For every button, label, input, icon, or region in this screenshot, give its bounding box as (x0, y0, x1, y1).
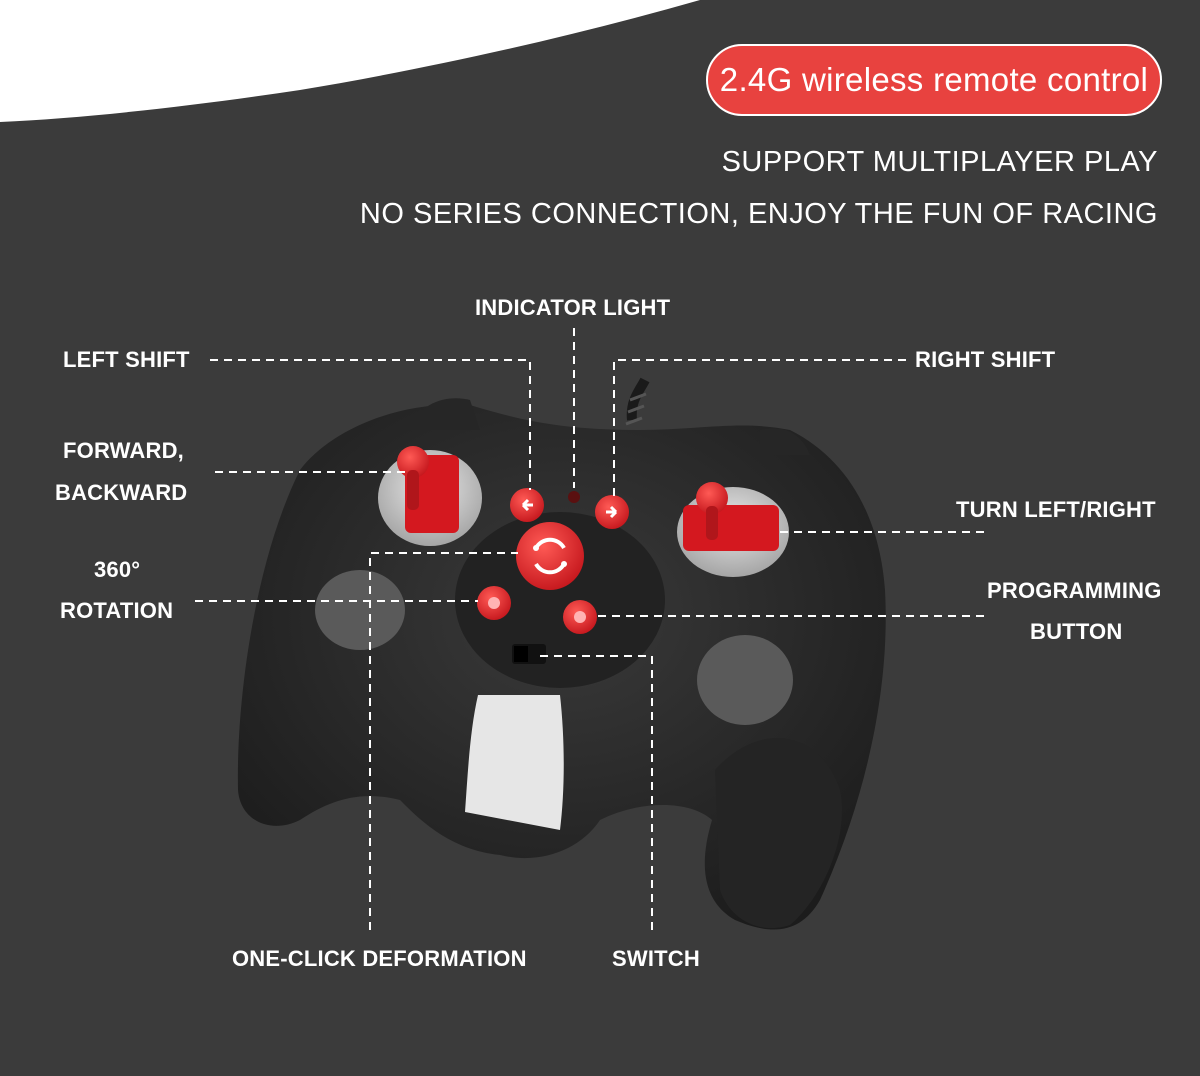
wireless-badge-text: 2.4G wireless remote control (719, 61, 1149, 98)
indicator-led (568, 491, 580, 503)
top-swoosh (0, 0, 700, 122)
label-turn-left-right: TURN LEFT/RIGHT (956, 497, 1156, 522)
remote-controller (237, 377, 886, 930)
label-360: 360° (94, 557, 141, 582)
wireless-badge: 2.4G wireless remote control (706, 44, 1162, 116)
label-indicator-light: INDICATOR LIGHT (475, 295, 671, 320)
label-programming-button: BUTTON (1030, 619, 1123, 644)
label-left-shift: LEFT SHIFT (63, 347, 190, 372)
deform-button (516, 522, 584, 590)
callout-lines (195, 328, 990, 930)
headline-line1: SUPPORT MULTIPLAYER PLAY (721, 146, 1158, 178)
label-forward: FORWARD, (63, 438, 184, 463)
label-rotation: ROTATION (60, 598, 174, 623)
label-backward: BACKWARD (55, 480, 188, 505)
label-one-click-deformation: ONE-CLICK DEFORMATION (232, 946, 527, 971)
headline-line2: NO SERIES CONNECTION, ENJOY THE FUN OF R… (359, 198, 1158, 230)
label-right-shift: RIGHT SHIFT (915, 347, 1056, 372)
label-programming: PROGRAMMING (987, 578, 1162, 603)
label-switch: SWITCH (612, 946, 700, 971)
